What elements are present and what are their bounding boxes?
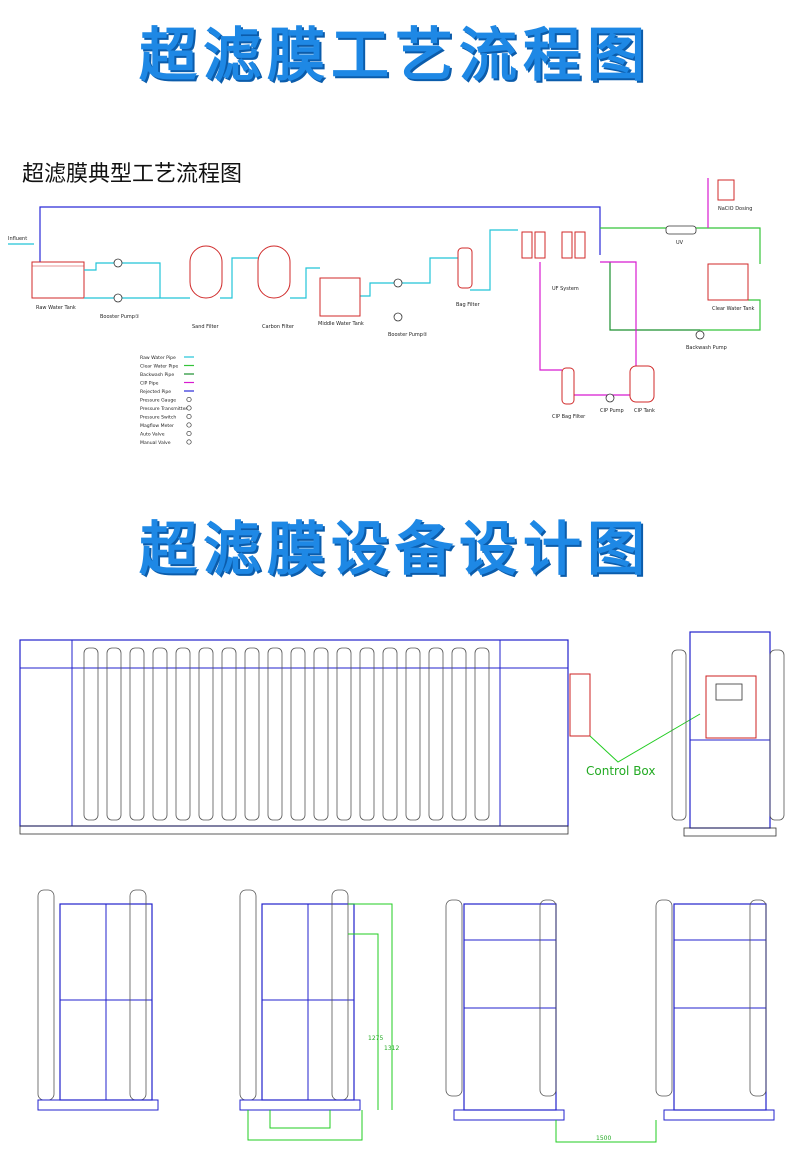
- membrane-module: [313, 647, 329, 821]
- control-box-label: Control Box: [586, 764, 656, 778]
- legend-swatch: [186, 422, 192, 428]
- membrane-module: [336, 647, 352, 821]
- legend-swatch: [186, 439, 192, 445]
- legend-label: Magflow Meter: [140, 423, 174, 429]
- cip-tank: CIP Tank: [629, 365, 655, 414]
- membrane-module: [290, 647, 306, 821]
- control-box-callout: Control Box: [569, 673, 701, 778]
- booster-pump-2: Booster Pump②: [388, 278, 428, 338]
- end-view-3: [445, 899, 565, 1121]
- process-flow-diagram: Influent Raw Water Tank Booster Pump① Sa…: [8, 178, 761, 446]
- legend-label: Auto Valve: [140, 432, 165, 438]
- end-view-4: [655, 899, 775, 1121]
- backwash-pump: Backwash Pump: [686, 330, 727, 351]
- sand-filter-label: Sand Filter: [192, 324, 219, 330]
- booster-pump-1: Booster Pump①: [100, 258, 140, 320]
- membrane-module: [129, 647, 145, 821]
- legend-swatch: [186, 413, 192, 420]
- cip-bag-filter: CIP Bag Filter: [552, 367, 586, 420]
- booster-pump-2-label: Booster Pump②: [388, 332, 428, 338]
- uf-system-label: UF System: [552, 286, 579, 292]
- naclo-dosing-label: NaClO Dosing: [718, 206, 752, 212]
- dim-height-a: 1275: [368, 1035, 383, 1042]
- influent-label: Influent: [8, 236, 27, 242]
- end-view-1: [37, 889, 159, 1111]
- membrane-module: [106, 647, 122, 821]
- cip-bag-filter-label: CIP Bag Filter: [552, 414, 586, 420]
- legend-label: Manual Valve: [140, 440, 171, 446]
- clear-water-pipes: [600, 227, 761, 331]
- legend-label: Clear Water Pipe: [140, 364, 178, 370]
- legend-swatch: [186, 405, 192, 411]
- legend-label: Pressure Gauge: [140, 398, 176, 404]
- cip-tank-label: CIP Tank: [634, 408, 655, 414]
- dim-width: 1500: [596, 1135, 611, 1142]
- uf-system: UF System: [521, 231, 586, 292]
- legend-label: Backwash Pipe: [140, 372, 174, 378]
- process-subtitle: 超滤膜典型工艺流程图: [22, 162, 243, 187]
- legend-label: Pressure Transmitter: [140, 406, 187, 412]
- middle-water-tank-label: Middle Water Tank: [318, 321, 364, 327]
- side-view: [671, 631, 785, 837]
- backwash-pipe: [609, 262, 700, 331]
- rejected-pipe-top: [39, 206, 601, 262]
- dim-height-b: 1312: [384, 1045, 399, 1052]
- cip-pump: CIP Pump: [600, 393, 624, 414]
- carbon-filter-label: Carbon Filter: [262, 324, 295, 330]
- width-dimension: 1500: [555, 1120, 657, 1143]
- influent-line: Influent: [8, 236, 34, 245]
- membrane-module: [244, 647, 260, 821]
- legend-label: Rejected Pipe: [140, 389, 171, 395]
- legend-label: Pressure Switch: [140, 415, 176, 421]
- membrane-module: [267, 647, 283, 821]
- membrane-module: [152, 647, 168, 821]
- end-view-2: 1275 1312: [239, 889, 399, 1141]
- carbon-filter: Carbon Filter: [257, 245, 295, 330]
- membrane-module: [83, 647, 99, 821]
- membrane-module: [175, 647, 191, 821]
- membrane-module: [359, 647, 375, 821]
- legend-label: CIP Pipe: [140, 381, 159, 387]
- booster-pump-1-label: Booster Pump①: [100, 314, 140, 320]
- front-view: [19, 639, 569, 835]
- membrane-module: [428, 647, 444, 821]
- cip-pump-label: CIP Pump: [600, 408, 624, 414]
- middle-water-tank: Middle Water Tank: [318, 277, 364, 327]
- legend-swatch: [186, 430, 192, 437]
- membrane-module: [405, 647, 421, 821]
- uv-label: UV: [676, 240, 684, 246]
- legend-swatch: [186, 396, 192, 403]
- raw-water-tank-label: Raw Water Tank: [36, 305, 76, 311]
- raw-water-pipes: [84, 229, 518, 299]
- uv-unit: UV: [665, 225, 697, 246]
- bag-filter: Bag Filter: [456, 247, 481, 308]
- sand-filter: Sand Filter: [189, 245, 223, 330]
- clear-water-tank: Clear Water Tank: [707, 263, 754, 312]
- process-heading: 超滤膜工艺流程图: [138, 21, 651, 89]
- membrane-module: [474, 647, 490, 821]
- legend-label: Raw Water Pipe: [140, 355, 176, 361]
- membrane-module: [198, 647, 214, 821]
- membrane-module: [221, 647, 237, 821]
- membrane-module: [451, 647, 467, 821]
- front-membrane-modules: [83, 647, 490, 821]
- naclo-dosing: NaClO Dosing: [717, 179, 752, 212]
- equipment-design-drawings: Control Box 1275 1312: [19, 631, 785, 1143]
- clear-water-tank-label: Clear Water Tank: [712, 306, 754, 312]
- raw-water-tank: Raw Water Tank: [31, 261, 85, 311]
- bag-filter-label: Bag Filter: [456, 302, 481, 308]
- membrane-module: [382, 647, 398, 821]
- backwash-pump-label: Backwash Pump: [686, 345, 727, 351]
- design-heading: 超滤膜设备设计图: [138, 515, 651, 583]
